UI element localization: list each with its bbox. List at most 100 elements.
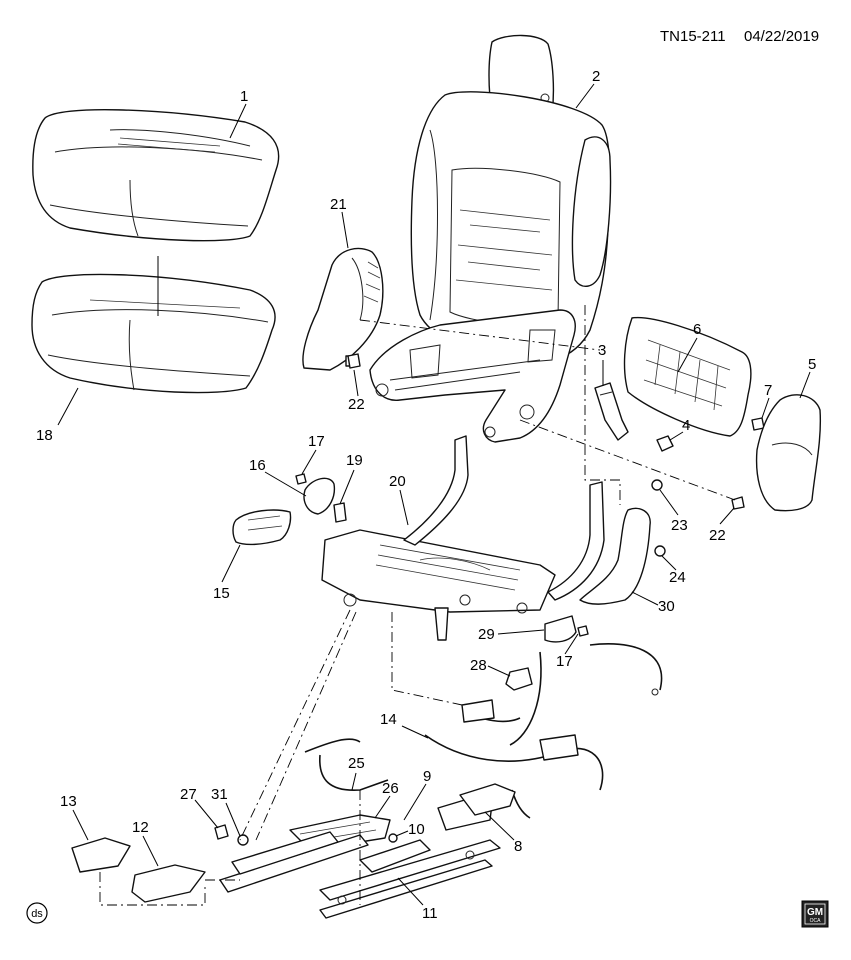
gm-logo-subtext: OCA [810,918,822,924]
callout-24: 24 [669,569,686,586]
seat-cushion-cover [32,109,280,242]
callout-28: 28 [470,657,487,674]
leader-11 [397,877,424,906]
leader-30 [631,591,659,606]
fastener-23 [651,479,663,491]
callout-4: 4 [682,417,690,434]
track-end-cover-13 [71,837,131,873]
callout-25: 25 [348,755,365,772]
leader-8 [484,811,515,841]
adjuster-cover-8 [459,783,516,816]
leader-19 [339,469,355,505]
seat-track [319,839,501,919]
knob-cover [303,477,336,515]
seat-back-side-panel [302,247,384,371]
fastener-27 [214,824,229,840]
recline-handle [232,509,292,546]
callout-12: 12 [132,819,149,836]
alignment-line-panel [359,319,601,351]
leader-4 [669,431,684,441]
leader-18 [57,387,79,426]
seat-back-side-trim [755,394,822,512]
callout-17-upper: 17 [308,433,325,450]
callout-20: 20 [389,473,406,490]
seat-cushion-pad [31,273,276,394]
alignment-line-vertical [584,305,621,505]
leader-28 [487,665,511,677]
diagram-date: 04/22/2019 [744,28,819,45]
seat-side-shield [579,507,651,605]
leader-21 [341,211,349,249]
callout-1: 1 [240,88,248,105]
gm-logo: GM OCA [801,900,829,928]
callout-27: 27 [180,786,197,803]
diagram-code: TN15-211 [660,28,726,45]
leader-13 [72,809,89,841]
leader-25 [351,772,357,791]
leader-7 [761,397,770,419]
seat-back-rear-panel [623,316,752,437]
leader-9 [403,783,427,821]
clip-22-left [347,353,361,369]
clip-19 [333,502,347,523]
callout-9: 9 [423,768,431,785]
alignment-line-harness [391,612,463,706]
callout-10: 10 [408,821,425,838]
seat-back-frame [369,309,576,443]
leader-10 [395,830,409,837]
leader-14 [401,725,429,739]
leader-6 [677,337,698,373]
leader-20 [399,489,409,526]
cable-25 [304,738,389,791]
callout-19: 19 [346,452,363,469]
leader-24 [661,555,677,571]
ds-badge: ds [26,902,48,924]
callout-5: 5 [808,356,816,373]
callout-21: 21 [330,196,347,213]
alignment-line-track-right [255,611,357,841]
seat-back-latch [594,382,629,441]
callout-16: 16 [249,457,266,474]
callout-17-lower: 17 [556,653,573,670]
leader-17-lower [564,633,579,655]
seat-track-inner [219,831,369,893]
alignment-line-covers [99,872,206,906]
fastener-31 [237,834,249,846]
callout-15: 15 [213,585,230,602]
screw-17-lower [577,625,589,637]
leader-22-right [719,507,735,525]
leader-12 [142,835,159,867]
leader-29 [497,629,545,635]
callout-22-left: 22 [348,396,365,413]
leader-2 [575,83,595,109]
callout-26: 26 [382,780,399,797]
leader-15 [221,544,241,583]
callout-7: 7 [764,382,772,399]
gm-logo-text: GM [807,907,823,918]
screw-17-upper [295,473,307,485]
bracket-29 [544,615,577,643]
leader-17-upper [301,449,317,475]
callout-30: 30 [658,598,675,615]
callout-6: 6 [693,321,701,338]
leader-5 [799,371,811,399]
leader-16 [264,471,307,497]
fastener-7 [751,417,765,431]
trim-28 [505,667,533,691]
callout-13: 13 [60,793,77,810]
alignment-line-back [519,419,736,501]
fastener-10 [388,833,398,843]
callout-8: 8 [514,838,522,855]
callout-31: 31 [211,786,228,803]
leader-26 [374,795,391,819]
wiring-harness [424,643,663,819]
callout-23: 23 [671,517,688,534]
seat-back [410,34,612,365]
callout-29: 29 [478,626,495,643]
leader-1 [229,103,247,139]
ds-badge-text: ds [31,908,43,920]
callout-2: 2 [592,68,600,85]
leader-27 [194,799,219,829]
clip-22-right [731,496,745,510]
